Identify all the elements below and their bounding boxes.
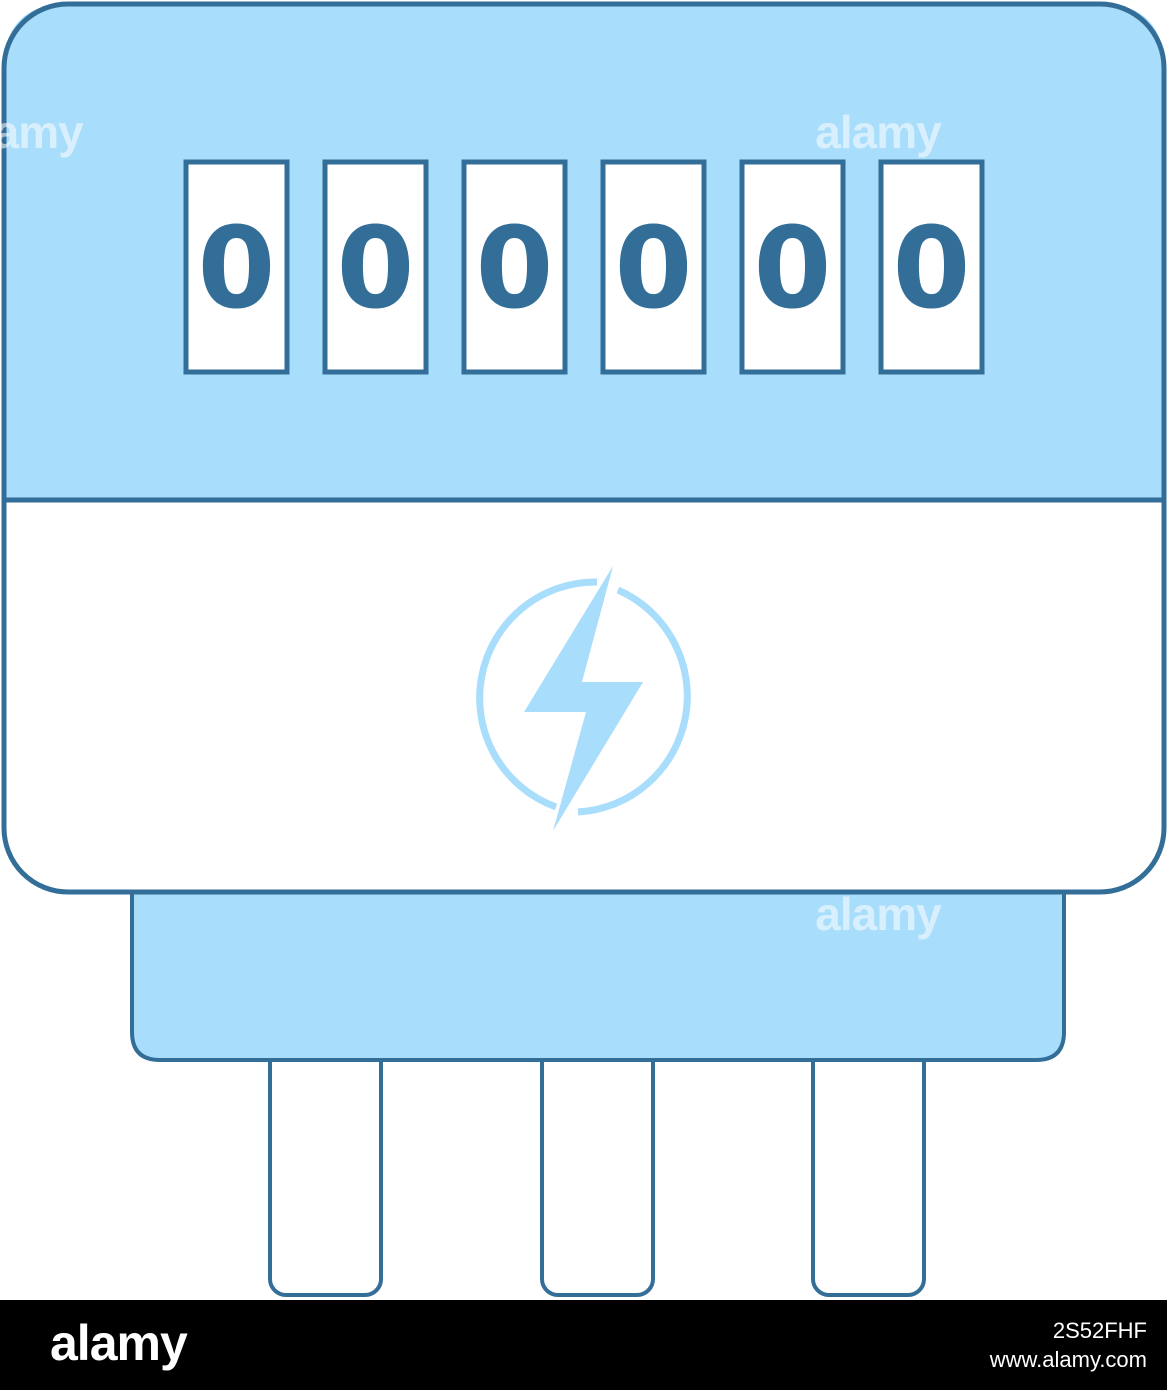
footer-site: www.alamy.com — [989, 1347, 1147, 1372]
meter-display-panel — [4, 4, 1164, 500]
meter-pin-left — [268, 1043, 383, 1297]
meter-terminal-cover — [130, 890, 1066, 1062]
counter-digit-1-value: 0 — [198, 204, 276, 334]
counter-digit-2: 0 — [322, 159, 429, 375]
watermark: alamy alamy alamy — [0, 106, 943, 940]
counter-digit-4: 0 — [600, 159, 707, 375]
watermark-text: alamy — [0, 106, 84, 158]
watermark-text: alamy — [815, 106, 942, 158]
counter-digit-1: 0 — [183, 159, 290, 375]
counter-digit-6-value: 0 — [893, 204, 971, 334]
meter-counter: 0 0 0 0 0 0 — [183, 159, 985, 375]
meter-body-outline — [1, 1, 1167, 895]
meter-pin-middle — [540, 1043, 655, 1297]
electric-meter-illustration: 0 0 0 0 0 0 — [0, 1, 1167, 1297]
counter-digit-2-value: 0 — [337, 204, 415, 334]
footer-logo: alamy — [50, 1315, 188, 1371]
counter-digit-3-value: 0 — [476, 204, 554, 334]
meter-pin-right — [811, 1043, 926, 1297]
counter-digit-5: 0 — [739, 159, 846, 375]
footer-image-info: 2S52FHF www.alamy.com — [990, 1316, 1147, 1374]
watermark-text: alamy — [815, 888, 942, 940]
counter-digit-3: 0 — [461, 159, 568, 375]
counter-digit-5-value: 0 — [754, 204, 832, 334]
footer-image-id: 2S52FHF — [1052, 1318, 1147, 1343]
counter-digit-4-value: 0 — [615, 204, 693, 334]
lightning-bolt-icon — [476, 566, 691, 831]
counter-digit-6: 0 — [878, 159, 985, 375]
footer-bar: alamy 2S52FHF www.alamy.com — [0, 1300, 1167, 1390]
